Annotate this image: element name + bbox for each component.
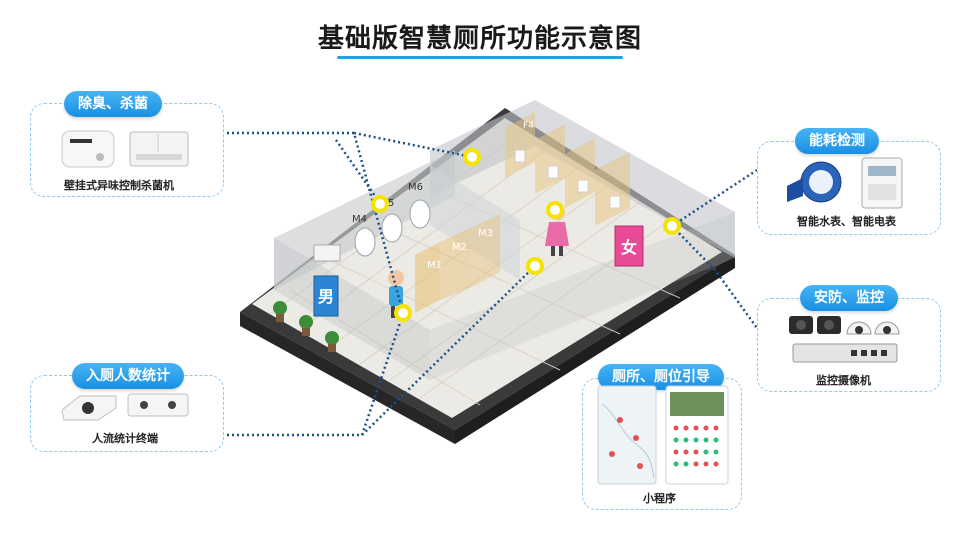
svg-text:男: 男	[318, 287, 334, 306]
deodorizer-device-icon	[60, 127, 118, 175]
stall-label-m4: M4	[352, 214, 367, 225]
marker-4	[663, 217, 681, 235]
connector-security	[671, 225, 759, 329]
back-wall-right	[430, 100, 735, 258]
mini-program-screens-icon	[596, 384, 730, 492]
front-wall-left	[274, 238, 430, 380]
connector-deodorize-b	[353, 131, 473, 159]
front-wall-right	[430, 212, 735, 380]
flow-terminal-icon	[126, 390, 192, 426]
svg-text:女: 女	[621, 238, 637, 257]
connector-lines	[222, 131, 759, 437]
pill-security: 安防、监控	[800, 285, 898, 311]
base-slab-right	[455, 255, 735, 444]
caption-energy: 智能水表、智能电表	[797, 215, 896, 228]
marker-6	[394, 304, 412, 322]
water-meter-icon	[783, 156, 849, 214]
pill-energy: 能耗检测	[795, 128, 879, 154]
caption-deodorize: 壁挂式异味控制杀菌机	[64, 179, 174, 192]
electric-meter-icon	[860, 156, 904, 214]
sink	[313, 244, 341, 262]
marker-1	[463, 148, 481, 166]
pill-deodorize: 除臭、杀菌	[64, 91, 162, 117]
connector-urinal	[334, 139, 382, 204]
marker-5	[526, 257, 544, 275]
stall-label-m3: M3	[478, 228, 493, 239]
people-counter-icon	[58, 388, 120, 428]
caption-people: 人流统计终端	[92, 432, 158, 445]
stall-label-m2: M2	[452, 242, 467, 253]
page-title: 基础版智慧厕所功能示意图	[317, 24, 642, 54]
center-partition	[430, 165, 520, 280]
caption-guide: 小程序	[643, 492, 676, 505]
plants	[273, 301, 339, 352]
sensor-markers	[371, 148, 681, 322]
cctv-camera-icon	[785, 312, 911, 372]
base-slab-left	[240, 312, 455, 444]
stall-label-m5: 5	[388, 198, 394, 209]
connector-energy	[671, 168, 758, 228]
stall-label-m1: M1	[427, 260, 442, 271]
female-sign: 女	[614, 225, 644, 267]
floor	[252, 118, 722, 418]
pill-people: 入厕人数统计	[72, 363, 184, 389]
title-underline	[337, 56, 623, 59]
male-stalls	[415, 214, 500, 313]
marker-2	[371, 195, 389, 213]
caption-security: 监控摄像机	[816, 374, 871, 387]
stall-label-f4: F4	[523, 121, 534, 131]
urinals	[354, 199, 431, 257]
marker-3	[546, 201, 564, 219]
connector-people-b	[360, 313, 405, 436]
male-sign: 男	[313, 275, 339, 317]
female-stalls	[505, 112, 630, 226]
sterilizer-device-icon	[128, 130, 192, 174]
stall-label-m6: M6	[408, 182, 423, 193]
